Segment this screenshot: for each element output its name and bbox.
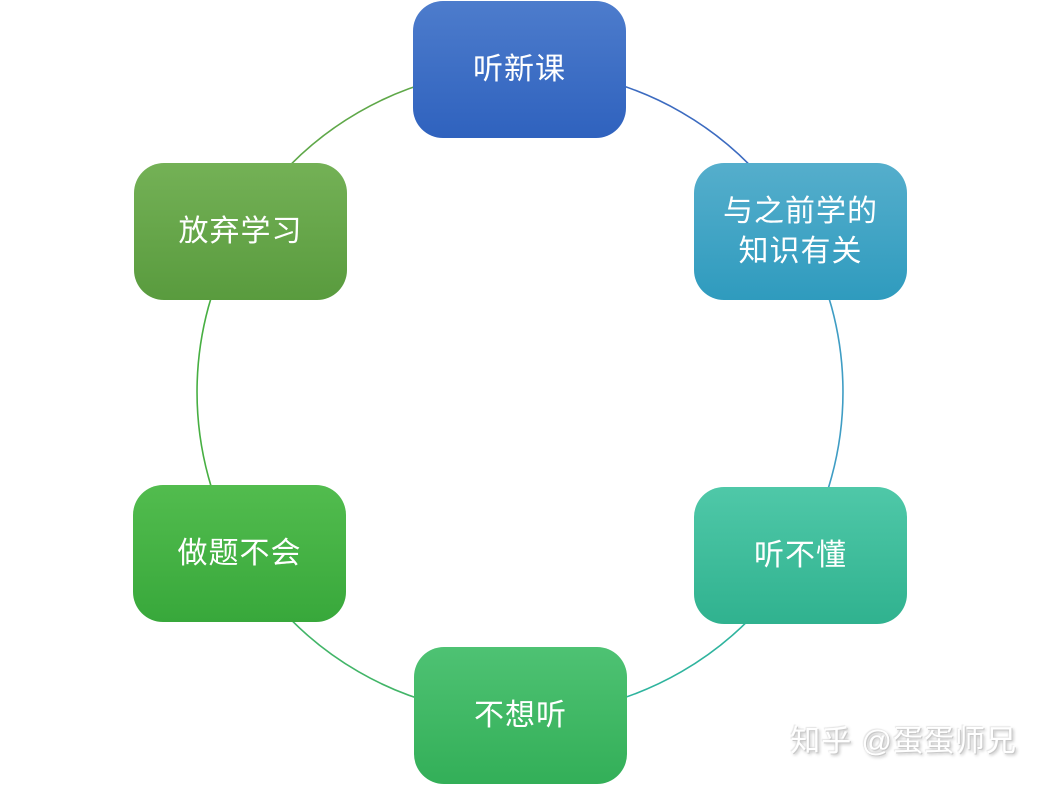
node-label: 听新课: [473, 52, 566, 86]
node-unwilling-to-listen: 不想听: [414, 647, 627, 784]
node-label: 听不懂: [754, 538, 847, 572]
node-listen-new-lesson: 听新课: [413, 1, 626, 138]
node-related-prior-knowledge: 与之前学的 知识有关: [694, 163, 907, 300]
zhihu-watermark: 知乎 @蛋蛋师兄: [790, 725, 1017, 758]
node-label: 做题不会: [177, 536, 302, 570]
node-give-up-studying: 放弃学习: [134, 163, 347, 300]
node-label: 放弃学习: [178, 214, 303, 248]
node-cannot-understand: 听不懂: [694, 487, 907, 624]
node-cannot-solve-problems: 做题不会: [133, 485, 346, 622]
node-label: 与之前学的 知识有关: [723, 194, 878, 268]
node-label: 不想听: [474, 698, 567, 732]
